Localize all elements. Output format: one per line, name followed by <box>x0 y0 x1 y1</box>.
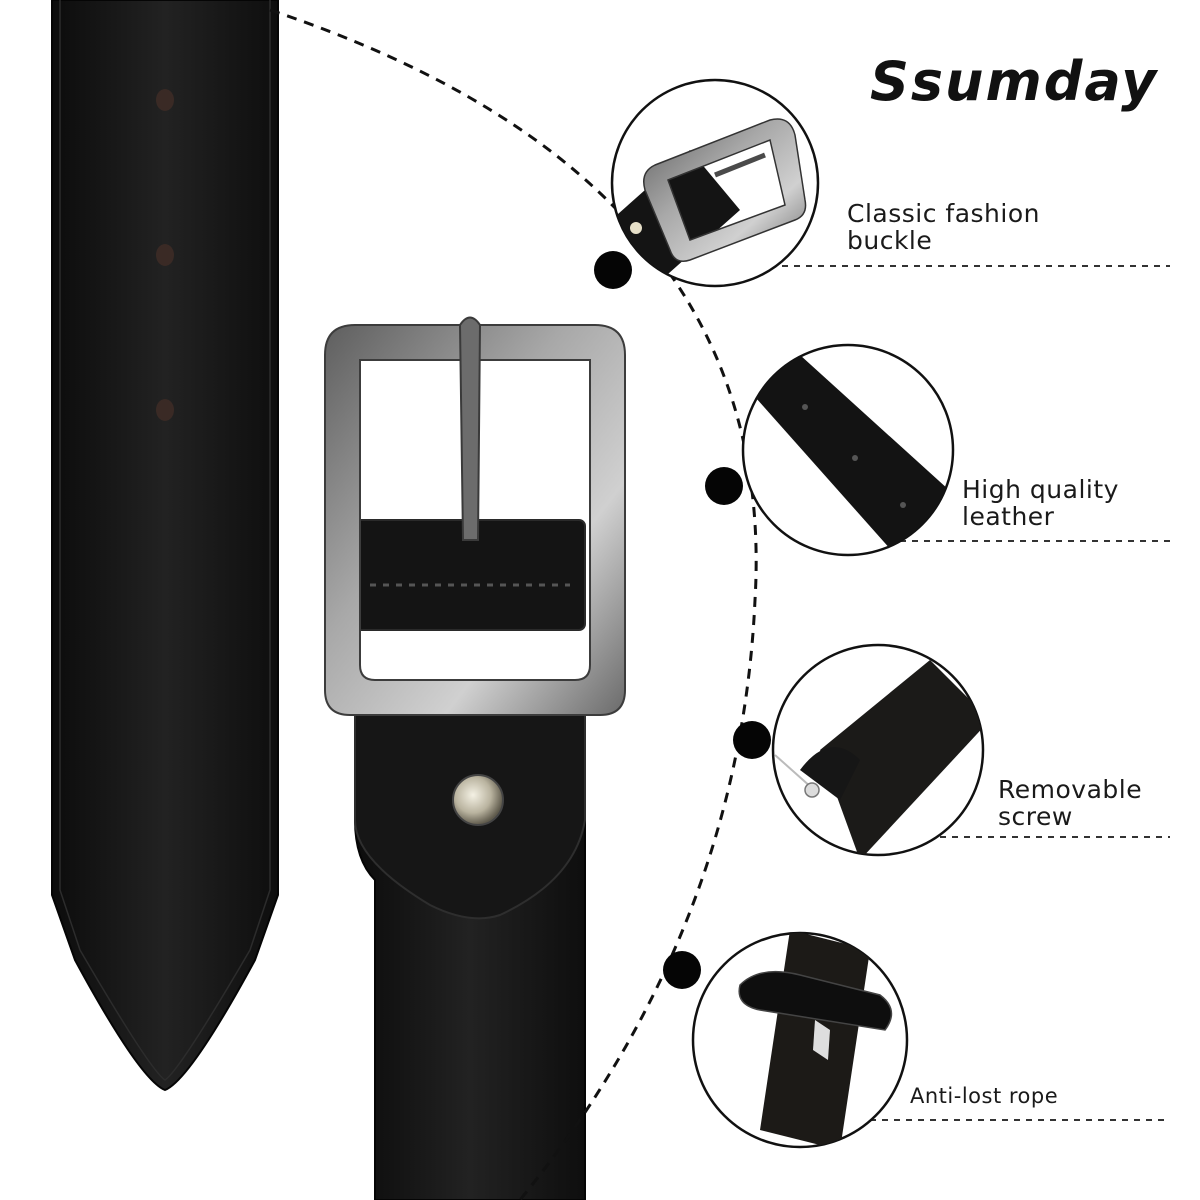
rivet <box>452 774 504 826</box>
marker-dot <box>594 251 632 289</box>
belt-hole <box>156 399 174 421</box>
marker-dot <box>733 721 771 759</box>
keeper-loop-closeup-icon <box>691 931 909 1149</box>
belt-strap-left <box>51 0 279 1092</box>
marker-dot <box>663 951 701 989</box>
belt-hole <box>156 89 174 111</box>
buckle-frame <box>324 324 626 716</box>
feature-line: Classic fashion <box>847 199 1040 228</box>
feature-line: High quality <box>962 475 1119 504</box>
feature-label-leather: High quality leather <box>962 476 1119 530</box>
feature-line: leather <box>962 502 1055 531</box>
feature-label-rope: Anti-lost rope <box>910 1083 1058 1110</box>
feature-label-screw: Removable screw <box>998 776 1142 830</box>
brand-logo: Ssumday <box>870 50 1159 113</box>
belt-main <box>324 316 626 1200</box>
feature-label-buckle: Classic fashion buckle <box>847 200 1040 254</box>
screw-closeup-icon <box>771 643 985 857</box>
buckle-closeup-icon <box>610 78 820 288</box>
belt-hole <box>156 244 174 266</box>
leather-holes-closeup-icon <box>741 343 955 557</box>
feature-line: Anti-lost rope <box>910 1084 1059 1108</box>
feature-line: screw <box>998 802 1073 831</box>
buckle-prong <box>458 316 482 541</box>
feature-line: buckle <box>847 226 933 255</box>
marker-dot <box>705 467 743 505</box>
feature-line: Removable <box>998 775 1143 804</box>
